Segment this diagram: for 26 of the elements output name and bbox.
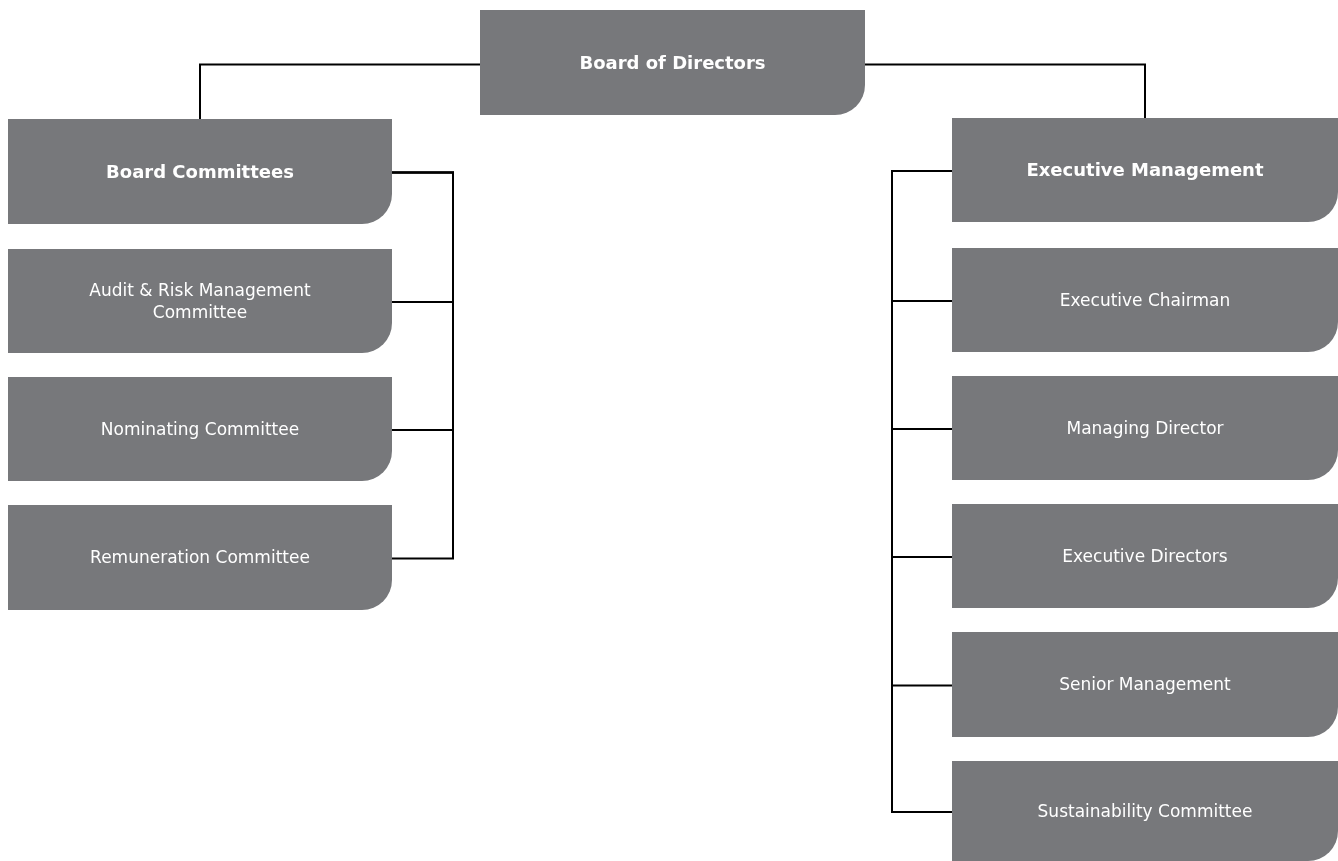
heading-box bbox=[480, 10, 865, 115]
org-box bbox=[8, 249, 392, 353]
box-label: Managing Director bbox=[1066, 416, 1224, 440]
box-label: Remuneration Committee bbox=[90, 546, 310, 569]
box-label: Board Committees bbox=[106, 159, 294, 184]
connector-line bbox=[891, 170, 953, 813]
heading-box bbox=[952, 118, 1338, 222]
org-box bbox=[952, 248, 1338, 352]
connector-line bbox=[199, 63, 481, 120]
box-label: Executive Directors bbox=[1062, 544, 1228, 568]
box-label: Nominating Committee bbox=[100, 417, 300, 441]
org-box bbox=[952, 376, 1338, 480]
connector-line bbox=[864, 63, 1146, 119]
connector-line bbox=[391, 171, 454, 560]
box-label: Executive Management bbox=[1026, 158, 1264, 182]
org-box bbox=[952, 632, 1338, 737]
org-box bbox=[952, 761, 1338, 861]
box-label: Audit & Risk Management Committee bbox=[88, 278, 312, 324]
heading-box bbox=[8, 119, 392, 224]
box-label: Sustainability Committee bbox=[1037, 799, 1253, 823]
org-box bbox=[952, 504, 1338, 608]
org-box bbox=[8, 505, 392, 610]
box-label: Senior Management bbox=[1059, 673, 1231, 696]
box-label: Board of Directors bbox=[579, 50, 766, 75]
box-label: Executive Chairman bbox=[1059, 288, 1231, 312]
org-box bbox=[8, 377, 392, 481]
